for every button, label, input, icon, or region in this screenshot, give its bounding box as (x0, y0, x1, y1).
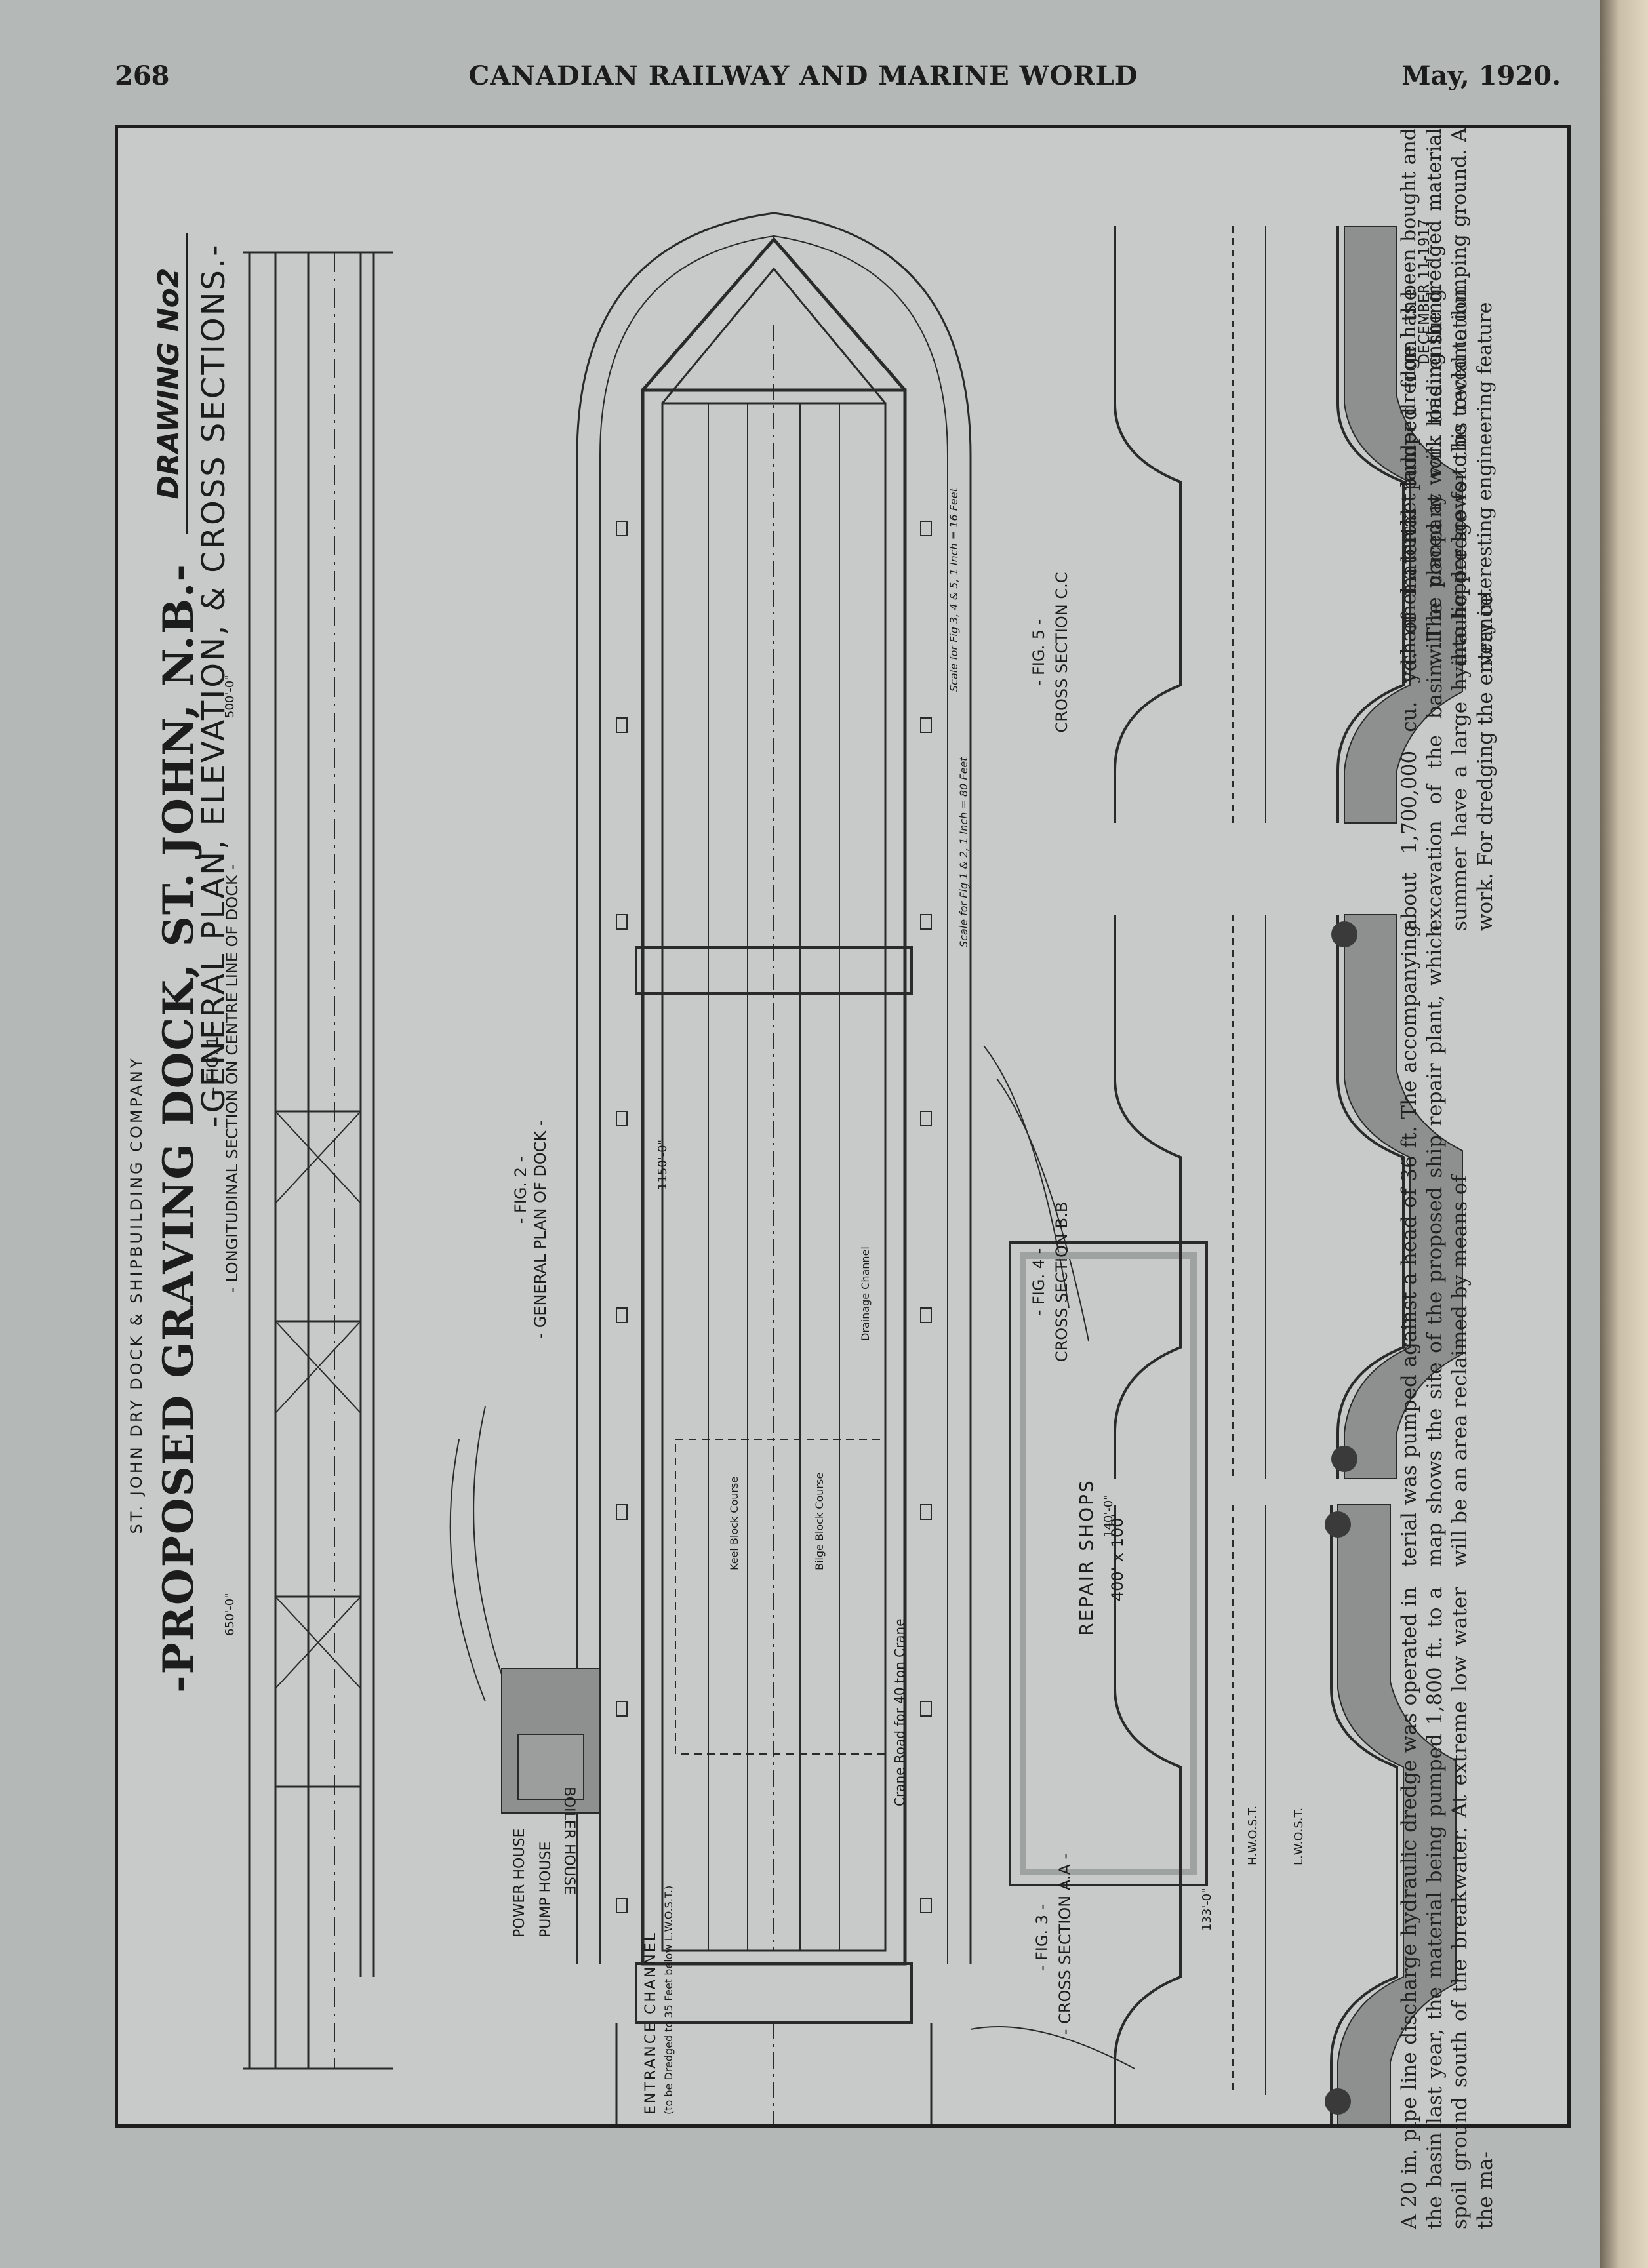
boiler-house-label: BOILER HOUSE (561, 1787, 577, 1895)
dim-width: 133'-0" (1200, 1888, 1214, 1931)
engineering-drawing: ST. JOHN DRY DOCK & SHIPBUILDING COMPANY… (115, 125, 1571, 2128)
fig4-title: CROSS SECTION B.B (1053, 1201, 1071, 1363)
dim-length-3: 500'-0" (223, 675, 237, 718)
entrance-channel-note: (to be Dredged to 35 Feet below L.W.O.S.… (662, 1885, 675, 2115)
drainage-channel-label: Drainage Channel (859, 1246, 872, 1341)
page-number: 268 (115, 60, 170, 91)
fig3-label: - FIG. 3 - (1033, 1903, 1051, 1972)
text-column-4: channel a bucket ladder dredge has been … (1397, 128, 1497, 666)
fig2-title: - GENERAL PLAN OF DOCK - (531, 1120, 550, 1339)
dim-depth: 140'-0" (1102, 1494, 1115, 1538)
pump-house-label: PUMP HOUSE (538, 1841, 554, 1938)
level-high: H.W.O.S.T. (1246, 1805, 1260, 1865)
page: 268 CANADIAN RAILWAY AND MARINE WORLD Ma… (0, 0, 1607, 2268)
keel-block-label: Keel Block Course (728, 1476, 740, 1570)
issue-date: May, 1920. (1401, 60, 1561, 91)
fig4-label: - FIG. 4 - (1030, 1248, 1048, 1316)
fig5-label: - FIG. 5 - (1030, 618, 1048, 686)
publication-title: CANADIAN RAILWAY AND MARINE WORLD (468, 60, 1138, 91)
drawing-linework (243, 212, 1463, 2124)
drawing-number: DRAWING No2 (152, 233, 188, 534)
fig1-label: - FIG. 1 - (203, 1025, 222, 1093)
repair-shops-label: REPAIR SHOPS (1075, 1479, 1097, 1636)
fig3-title: - CROSS SECTION A.A - (1056, 1853, 1074, 2035)
bilge-block-label: Bilge Block Course (813, 1472, 826, 1570)
fig5-title: CROSS SECTION C.C (1053, 572, 1071, 733)
dim-length-1: 1150'-0" (656, 1140, 670, 1190)
power-house-label: POWER HOUSE (512, 1828, 528, 1938)
crane-road-label: Crane Road for 40 ton Crane (892, 1618, 908, 1806)
fig2-label: - FIG. 2 - (512, 1156, 530, 1224)
text-column-1: A 20 in. pipe line discharge hydraulic d… (1397, 1587, 1497, 2229)
text-column-2: terial was pumped against a head of 36 f… (1397, 925, 1472, 1567)
entrance-channel-label: ENTRANCE CHANNEL (643, 1931, 659, 2115)
page-header: 268 CANADIAN RAILWAY AND MARINE WORLD Ma… (0, 60, 1607, 106)
drawing-company: ST. JOHN DRY DOCK & SHIPBUILDING COMPANY (127, 1056, 146, 1534)
fig1-title: - LONGITUDINAL SECTION ON CENTRE LINE OF… (223, 864, 241, 1293)
level-low: L.W.O.S.T. (1292, 1807, 1306, 1865)
dim-length-2: 650'-0" (223, 1593, 237, 1636)
scale-note-2: Scale for Fig 3, 4 & 5, 1 Inch = 16 Feet (948, 488, 960, 692)
book-spine (1600, 0, 1648, 2268)
